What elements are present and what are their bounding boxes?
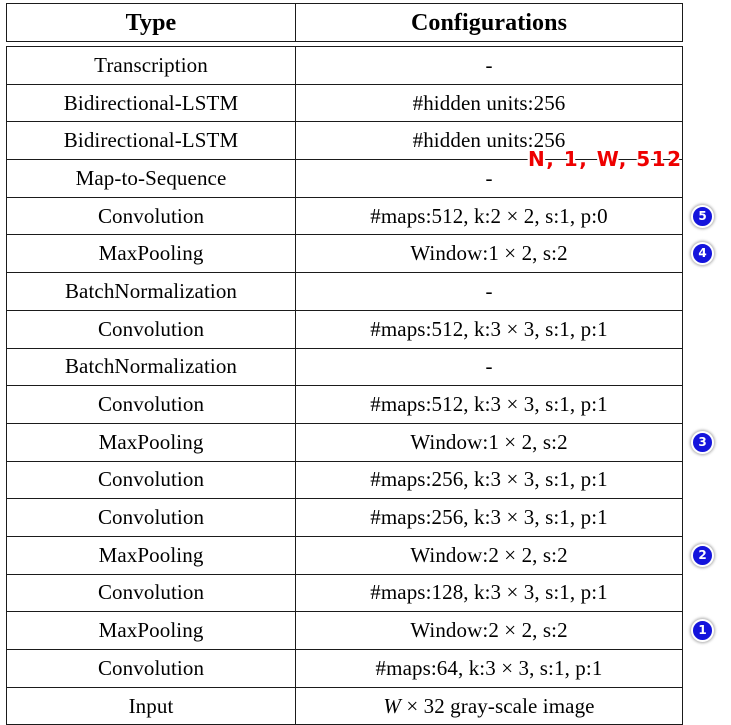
table-row: Convolution#maps:512, k:2 × 2, s:1, p:0 bbox=[6, 196, 683, 236]
table-row: Bidirectional-LSTM#hidden units:256 bbox=[6, 83, 683, 123]
table-row: Map-to-Sequence- bbox=[6, 159, 683, 198]
table-row: Convolution#maps:512, k:3 × 3, s:1, p:1 bbox=[6, 385, 683, 424]
architecture-table-container: Type Configurations Transcription-Bidire… bbox=[6, 3, 683, 725]
layer-type-cell: Bidirectional-LSTM bbox=[6, 83, 296, 123]
layer-config-cell: - bbox=[295, 272, 683, 311]
layer-config-cell: - bbox=[295, 46, 683, 85]
layer-type-cell: MaxPooling bbox=[6, 535, 296, 575]
layer-type-cell: MaxPooling bbox=[6, 422, 296, 462]
table-header-row: Type Configurations bbox=[6, 3, 683, 42]
step-badge-1: 1 bbox=[691, 619, 714, 643]
layer-config-cell: #maps:128, k:3 × 3, s:1, p:1 bbox=[295, 573, 683, 613]
layer-config-cell: #maps:512, k:2 × 2, s:1, p:0 bbox=[295, 196, 683, 236]
layer-type-cell: Convolution bbox=[6, 573, 296, 613]
layer-config-cell: Window:2 × 2, s:2 bbox=[295, 535, 683, 575]
layer-type-cell: Convolution bbox=[6, 196, 296, 236]
step-badge-2: 2 bbox=[691, 543, 714, 567]
architecture-table-header: Type Configurations bbox=[6, 3, 683, 42]
layer-config-cell: #maps:256, k:3 × 3, s:1, p:1 bbox=[295, 498, 683, 537]
layer-config-cell: Window:1 × 2, s:2 bbox=[295, 234, 683, 274]
step-badge-3: 3 bbox=[691, 430, 714, 454]
layer-type-cell: BatchNormalization bbox=[6, 347, 296, 387]
layer-config-cell: #maps:256, k:3 × 3, s:1, p:1 bbox=[295, 460, 683, 500]
layer-config-cell: #maps:512, k:3 × 3, s:1, p:1 bbox=[295, 385, 683, 424]
table-row: Transcription- bbox=[6, 46, 683, 85]
layer-type-cell: Bidirectional-LSTM bbox=[6, 121, 296, 161]
column-header-type: Type bbox=[6, 3, 296, 42]
layer-type-cell: MaxPooling bbox=[6, 611, 296, 650]
layer-config-cell: Window:2 × 2, s:2 bbox=[295, 611, 683, 650]
tensor-shape-annotation: N, 1, W, 512 bbox=[528, 147, 683, 171]
layer-config-cell: Window:1 × 2, s:2 bbox=[295, 422, 683, 462]
italic-width-symbol: W bbox=[383, 693, 401, 718]
step-badge-5: 5 bbox=[691, 204, 714, 228]
layer-type-cell: BatchNormalization bbox=[6, 272, 296, 311]
step-badge-4: 4 bbox=[691, 242, 714, 266]
table-row: Convolution#maps:256, k:3 × 3, s:1, p:1 bbox=[6, 498, 683, 537]
architecture-table-body: Transcription-Bidirectional-LSTM#hidden … bbox=[6, 46, 683, 725]
layer-config-cell: W × 32 gray-scale image bbox=[295, 686, 683, 725]
clipped-caption-fragment: architecture bbox=[84, 0, 204, 1]
layer-config-cell: - bbox=[295, 159, 683, 198]
layer-type-cell: Convolution bbox=[6, 309, 296, 349]
column-header-configurations: Configurations bbox=[295, 3, 683, 42]
table-row: Convolution#maps:64, k:3 × 3, s:1, p:1 bbox=[6, 649, 683, 688]
layer-config-cell: #maps:512, k:3 × 3, s:1, p:1 bbox=[295, 309, 683, 349]
table-row: BatchNormalization- bbox=[6, 347, 683, 387]
table-row: Convolution#maps:128, k:3 × 3, s:1, p:1 bbox=[6, 573, 683, 613]
layer-type-cell: Convolution bbox=[6, 460, 296, 500]
layer-config-cell: #maps:64, k:3 × 3, s:1, p:1 bbox=[295, 649, 683, 688]
layer-type-cell: Convolution bbox=[6, 385, 296, 424]
layer-type-cell: Map-to-Sequence bbox=[6, 159, 296, 198]
layer-config-cell: #hidden units:256 bbox=[295, 83, 683, 123]
layer-type-cell: Transcription bbox=[6, 46, 296, 85]
table-row: Convolution#maps:256, k:3 × 3, s:1, p:1 bbox=[6, 460, 683, 500]
layer-type-cell: Convolution bbox=[6, 498, 296, 537]
layer-type-cell: Convolution bbox=[6, 649, 296, 688]
layer-config-cell: - bbox=[295, 347, 683, 387]
layer-type-cell: Input bbox=[6, 686, 296, 725]
layer-type-cell: MaxPooling bbox=[6, 234, 296, 274]
table-row: BatchNormalization- bbox=[6, 272, 683, 311]
table-row: Convolution#maps:512, k:3 × 3, s:1, p:1 bbox=[6, 309, 683, 349]
config-text: × 32 gray-scale image bbox=[406, 693, 595, 718]
